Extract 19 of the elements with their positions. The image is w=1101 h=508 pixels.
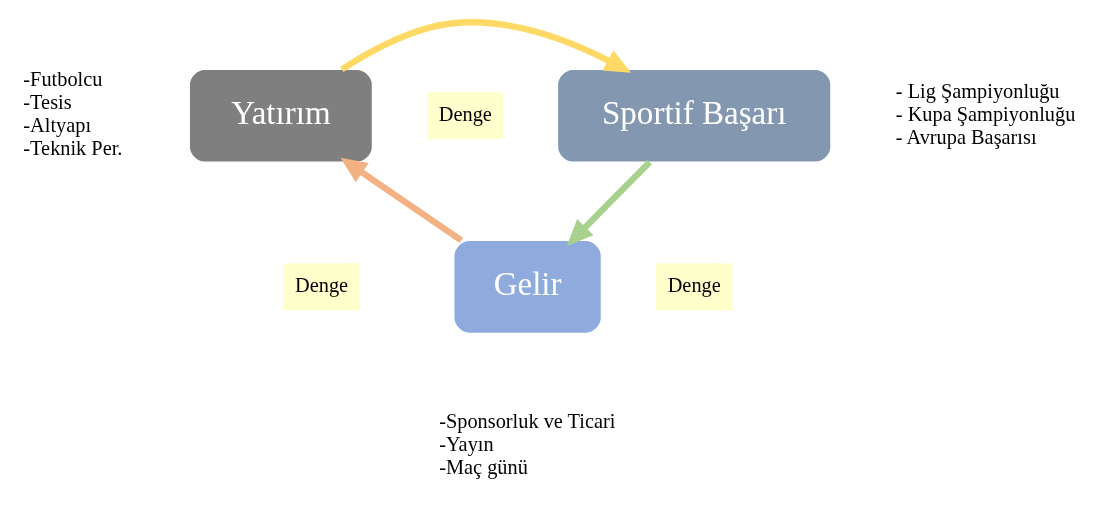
arrow <box>340 19 632 73</box>
node-label: -Teknik Per. <box>23 136 123 159</box>
node-label: - Kupa Şampiyonluğu <box>895 102 1076 125</box>
node-label: -Tesis <box>23 91 72 114</box>
node-box: Gelir <box>453 239 602 334</box>
node-label: -Altyapı <box>23 114 92 137</box>
node-label: -Futbolcu <box>23 68 103 91</box>
node-box: Sportif Başarı <box>556 68 832 163</box>
node-label: -Maç günü <box>439 456 528 479</box>
arrow <box>340 157 464 243</box>
label: Denge <box>295 273 349 296</box>
node-box: Yatırım <box>188 68 374 163</box>
node-label: -Yayın <box>439 433 494 456</box>
node-label: -Sponsorluk ve Ticari <box>439 410 616 433</box>
label: Denge <box>438 102 492 125</box>
label: Denge <box>667 273 721 296</box>
arrow <box>566 160 652 246</box>
node-label: - Avrupa Başarısı <box>895 125 1037 148</box>
node-label: - Lig Şampiyonluğu <box>895 79 1060 102</box>
